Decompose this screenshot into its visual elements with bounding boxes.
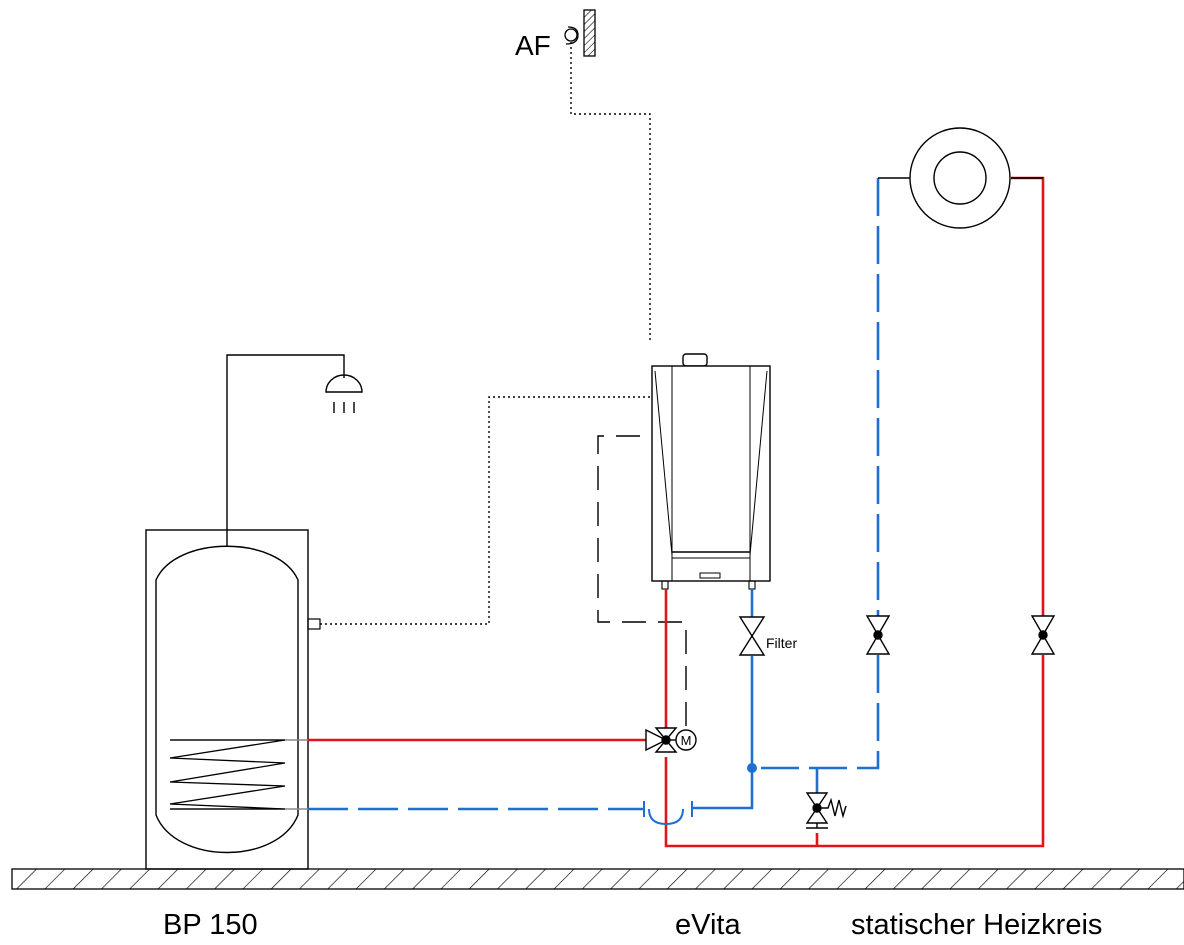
filter-return-line [692, 656, 754, 810]
motor-icon: M [675, 729, 697, 751]
heating-supply-line [664, 655, 1045, 848]
three-way-valve-icon [645, 727, 678, 753]
filter-valve-icon [738, 616, 766, 656]
shower-icon [325, 374, 363, 413]
return-lines [308, 177, 910, 826]
outdoor-sensor-icon [564, 9, 596, 57]
radiator-supply-line [1011, 176, 1045, 628]
outdoor-sensor: AF [515, 9, 596, 61]
pressure-relief-valve-icon [805, 792, 847, 829]
crossover-bend [648, 808, 684, 826]
shutoff-valve-icon [865, 615, 891, 655]
shutoff-valve-icon [1030, 615, 1056, 655]
motor-label: M [681, 733, 692, 748]
motor-control-line [597, 435, 687, 732]
heating-return-line [752, 655, 880, 770]
outdoor-sensor-wire [570, 42, 651, 340]
hot-water-line [226, 354, 345, 547]
sensor-control-lines [320, 42, 651, 625]
boiler-label: eVita [675, 909, 741, 941]
tee-junction [747, 763, 757, 773]
heating-circuit-label: statischer Heizkreis [851, 909, 1102, 941]
radiator-icon [909, 127, 1011, 229]
outdoor-sensor-label: AF [515, 30, 551, 61]
boiler-icon [651, 353, 771, 590]
tank-sensor-wire [320, 396, 650, 625]
storage-tank-icon [145, 529, 321, 870]
pipe-caps [643, 801, 693, 817]
storage-tank-label: BP 150 [163, 909, 258, 941]
floor [11, 868, 1184, 890]
filter-label: Filter [766, 635, 797, 651]
